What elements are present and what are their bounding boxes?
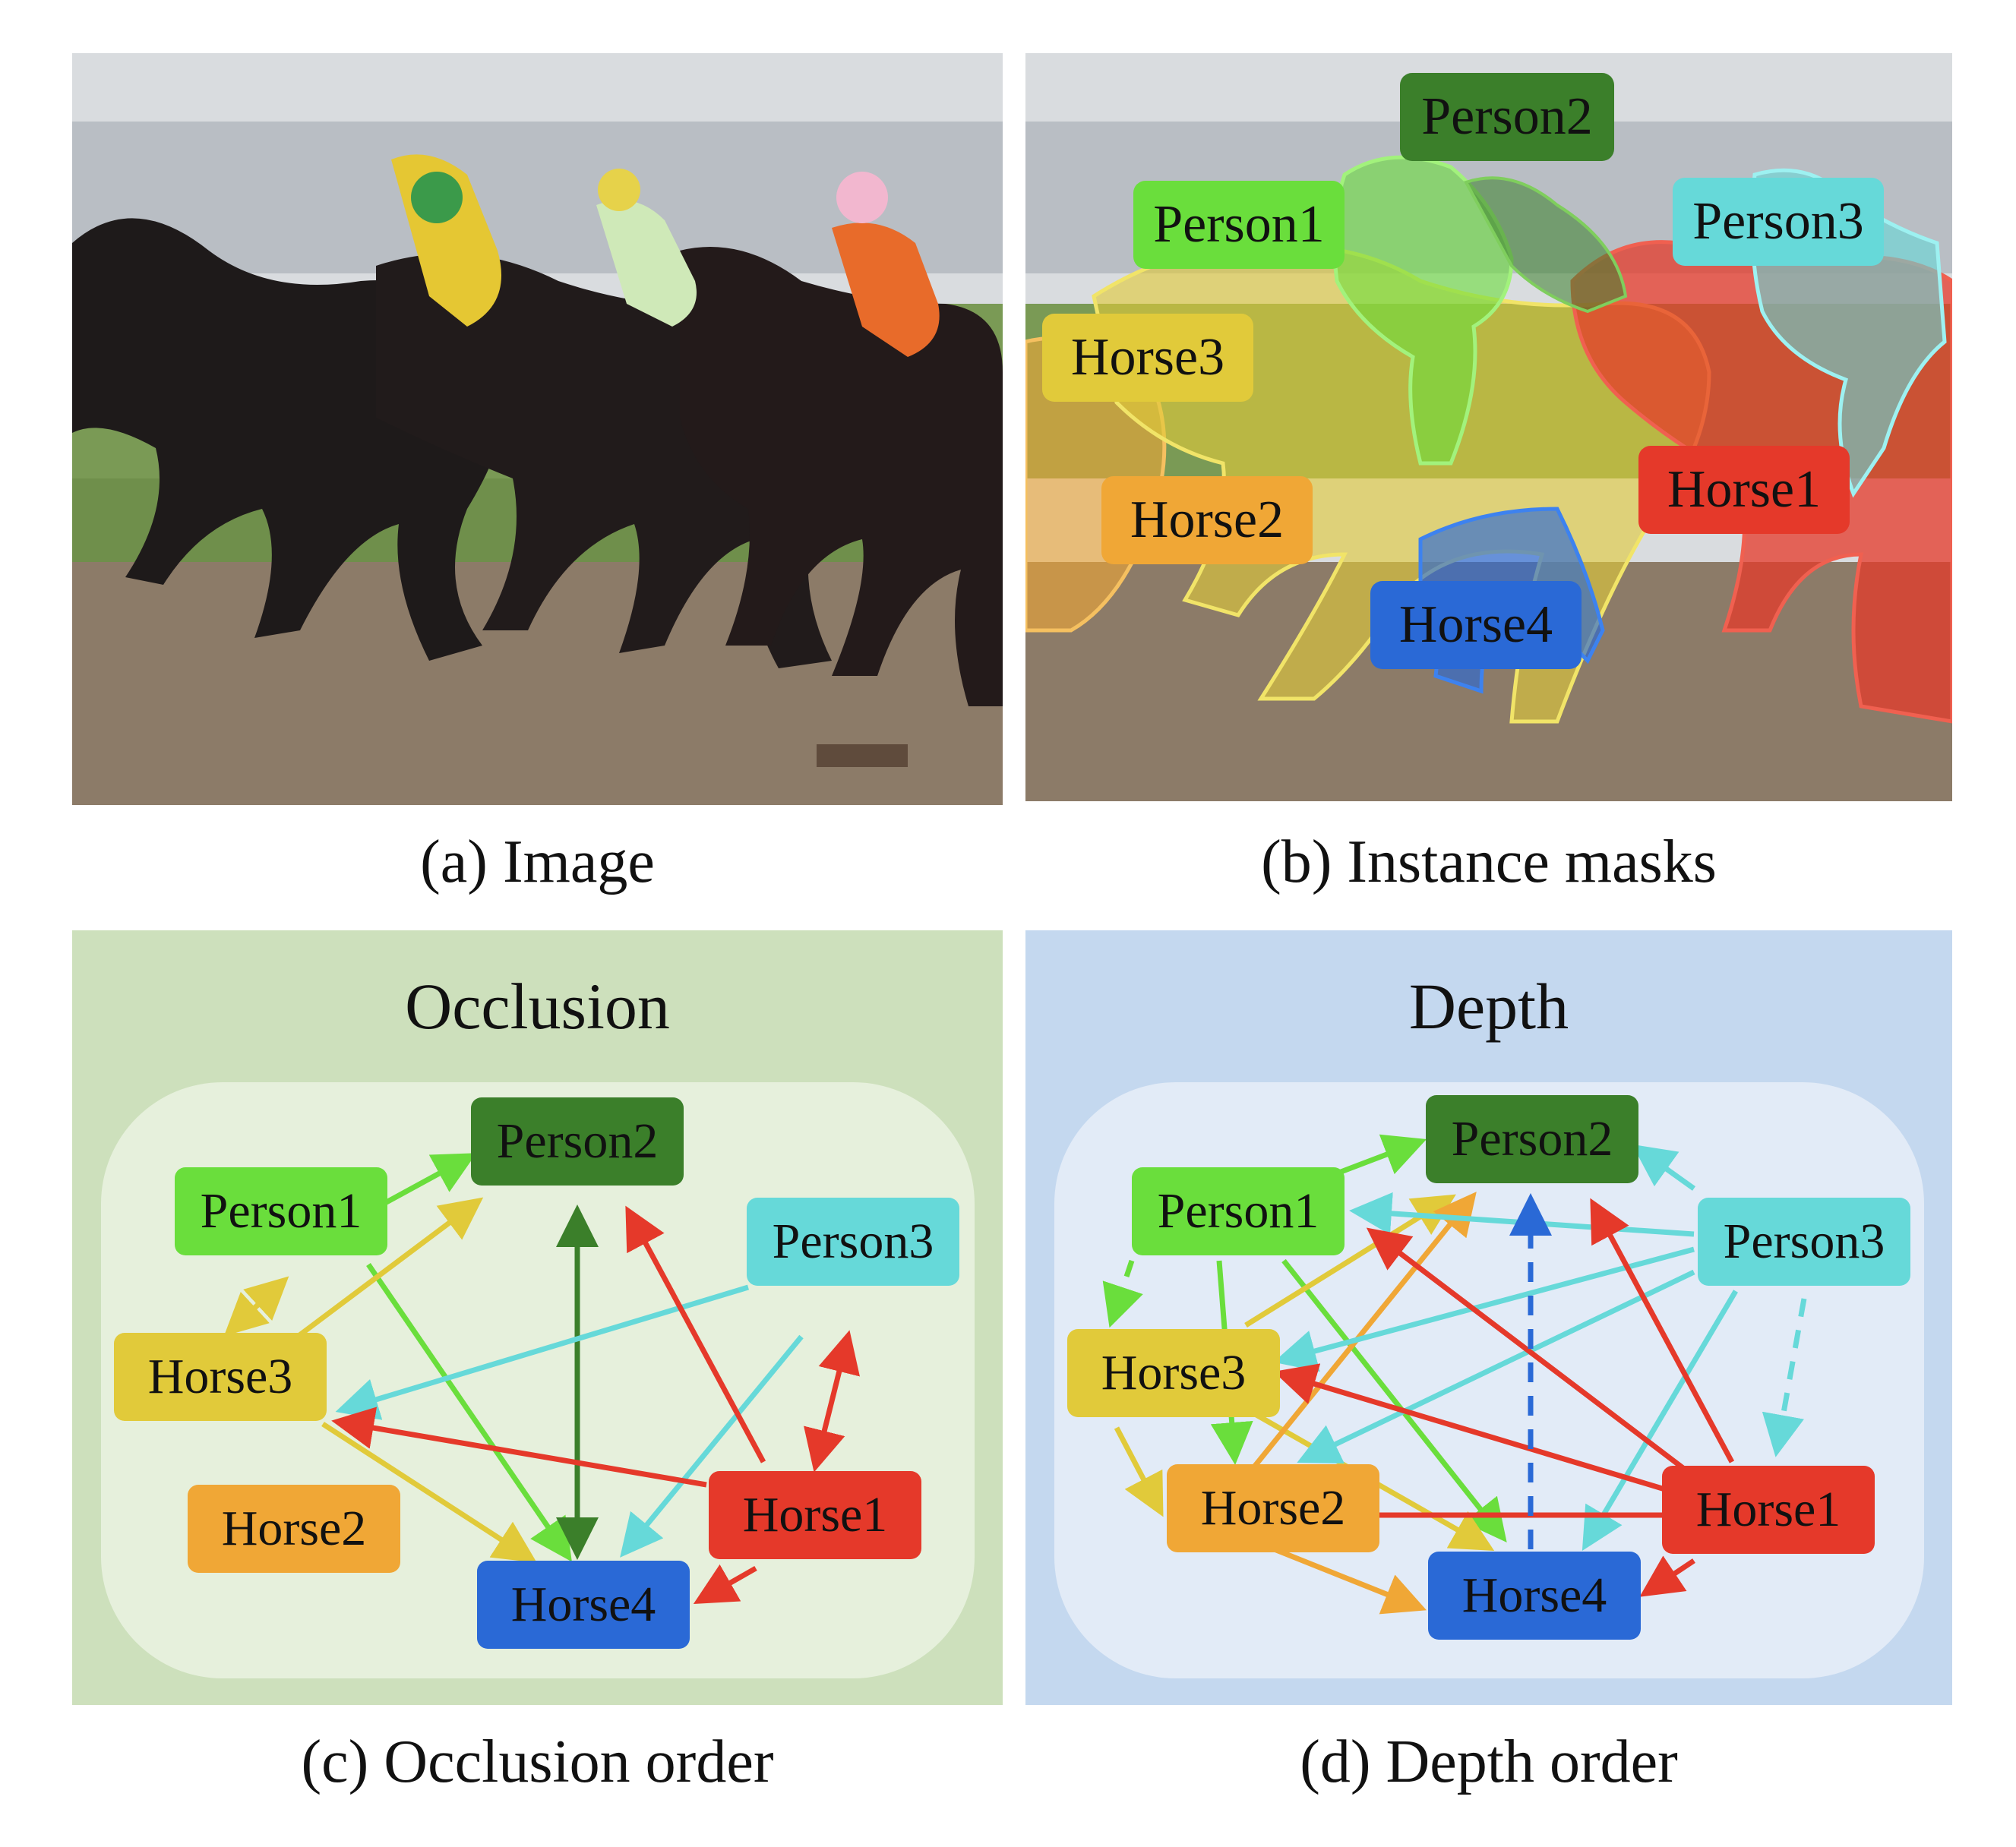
occlusion-node-person2: Person2 <box>471 1097 684 1186</box>
mask-label-person1: Person1 <box>1133 181 1345 269</box>
depth-node-horse3: Horse3 <box>1067 1329 1280 1417</box>
occlusion-node-horse1: Horse1 <box>709 1471 921 1559</box>
depth-node-person1: Person1 <box>1132 1167 1345 1255</box>
depth-node-person2: Person2 <box>1426 1095 1638 1183</box>
mask-label-horse3: Horse3 <box>1042 314 1253 402</box>
depth-node-person3: Person3 <box>1698 1198 1910 1286</box>
instance-mask-photo <box>1025 53 1952 801</box>
mask-label-horse4: Horse4 <box>1370 581 1582 669</box>
mask-label-horse1: Horse1 <box>1638 446 1850 534</box>
caption-b: (b) Instance masks <box>1261 829 1717 895</box>
depth-node-horse4: Horse4 <box>1428 1552 1641 1640</box>
occlusion-node-person3: Person3 <box>747 1198 959 1286</box>
caption-d: (d) Depth order <box>1300 1729 1678 1795</box>
occlusion-node-horse2: Horse2 <box>188 1485 400 1573</box>
mask-label-person3: Person3 <box>1673 178 1884 266</box>
occlusion-panel: Occlusion <box>72 930 1003 1705</box>
horse-race-photo <box>72 53 1003 805</box>
occlusion-node-horse3: Horse3 <box>114 1333 327 1421</box>
occlusion-node-horse4: Horse4 <box>477 1561 690 1649</box>
occlusion-title: Occlusion <box>405 970 670 1043</box>
mask-label-horse2: Horse2 <box>1101 476 1313 564</box>
occlusion-edges <box>223 1153 860 1604</box>
caption-a: (a) Image <box>420 829 655 895</box>
depth-node-horse2: Horse2 <box>1167 1464 1379 1552</box>
depth-node-horse1: Horse1 <box>1662 1466 1875 1554</box>
depth-panel: Depth <box>1025 930 1952 1705</box>
mask-label-person2: Person2 <box>1400 73 1614 161</box>
mask-panel: Person2 Person1 Person3 Horse3 Horse2 Ho… <box>1025 53 1952 801</box>
photo-panel <box>72 53 1003 805</box>
occlusion-node-person1: Person1 <box>175 1167 387 1255</box>
caption-c: (c) Occlusion order <box>301 1729 774 1795</box>
depth-title: Depth <box>1408 970 1569 1043</box>
